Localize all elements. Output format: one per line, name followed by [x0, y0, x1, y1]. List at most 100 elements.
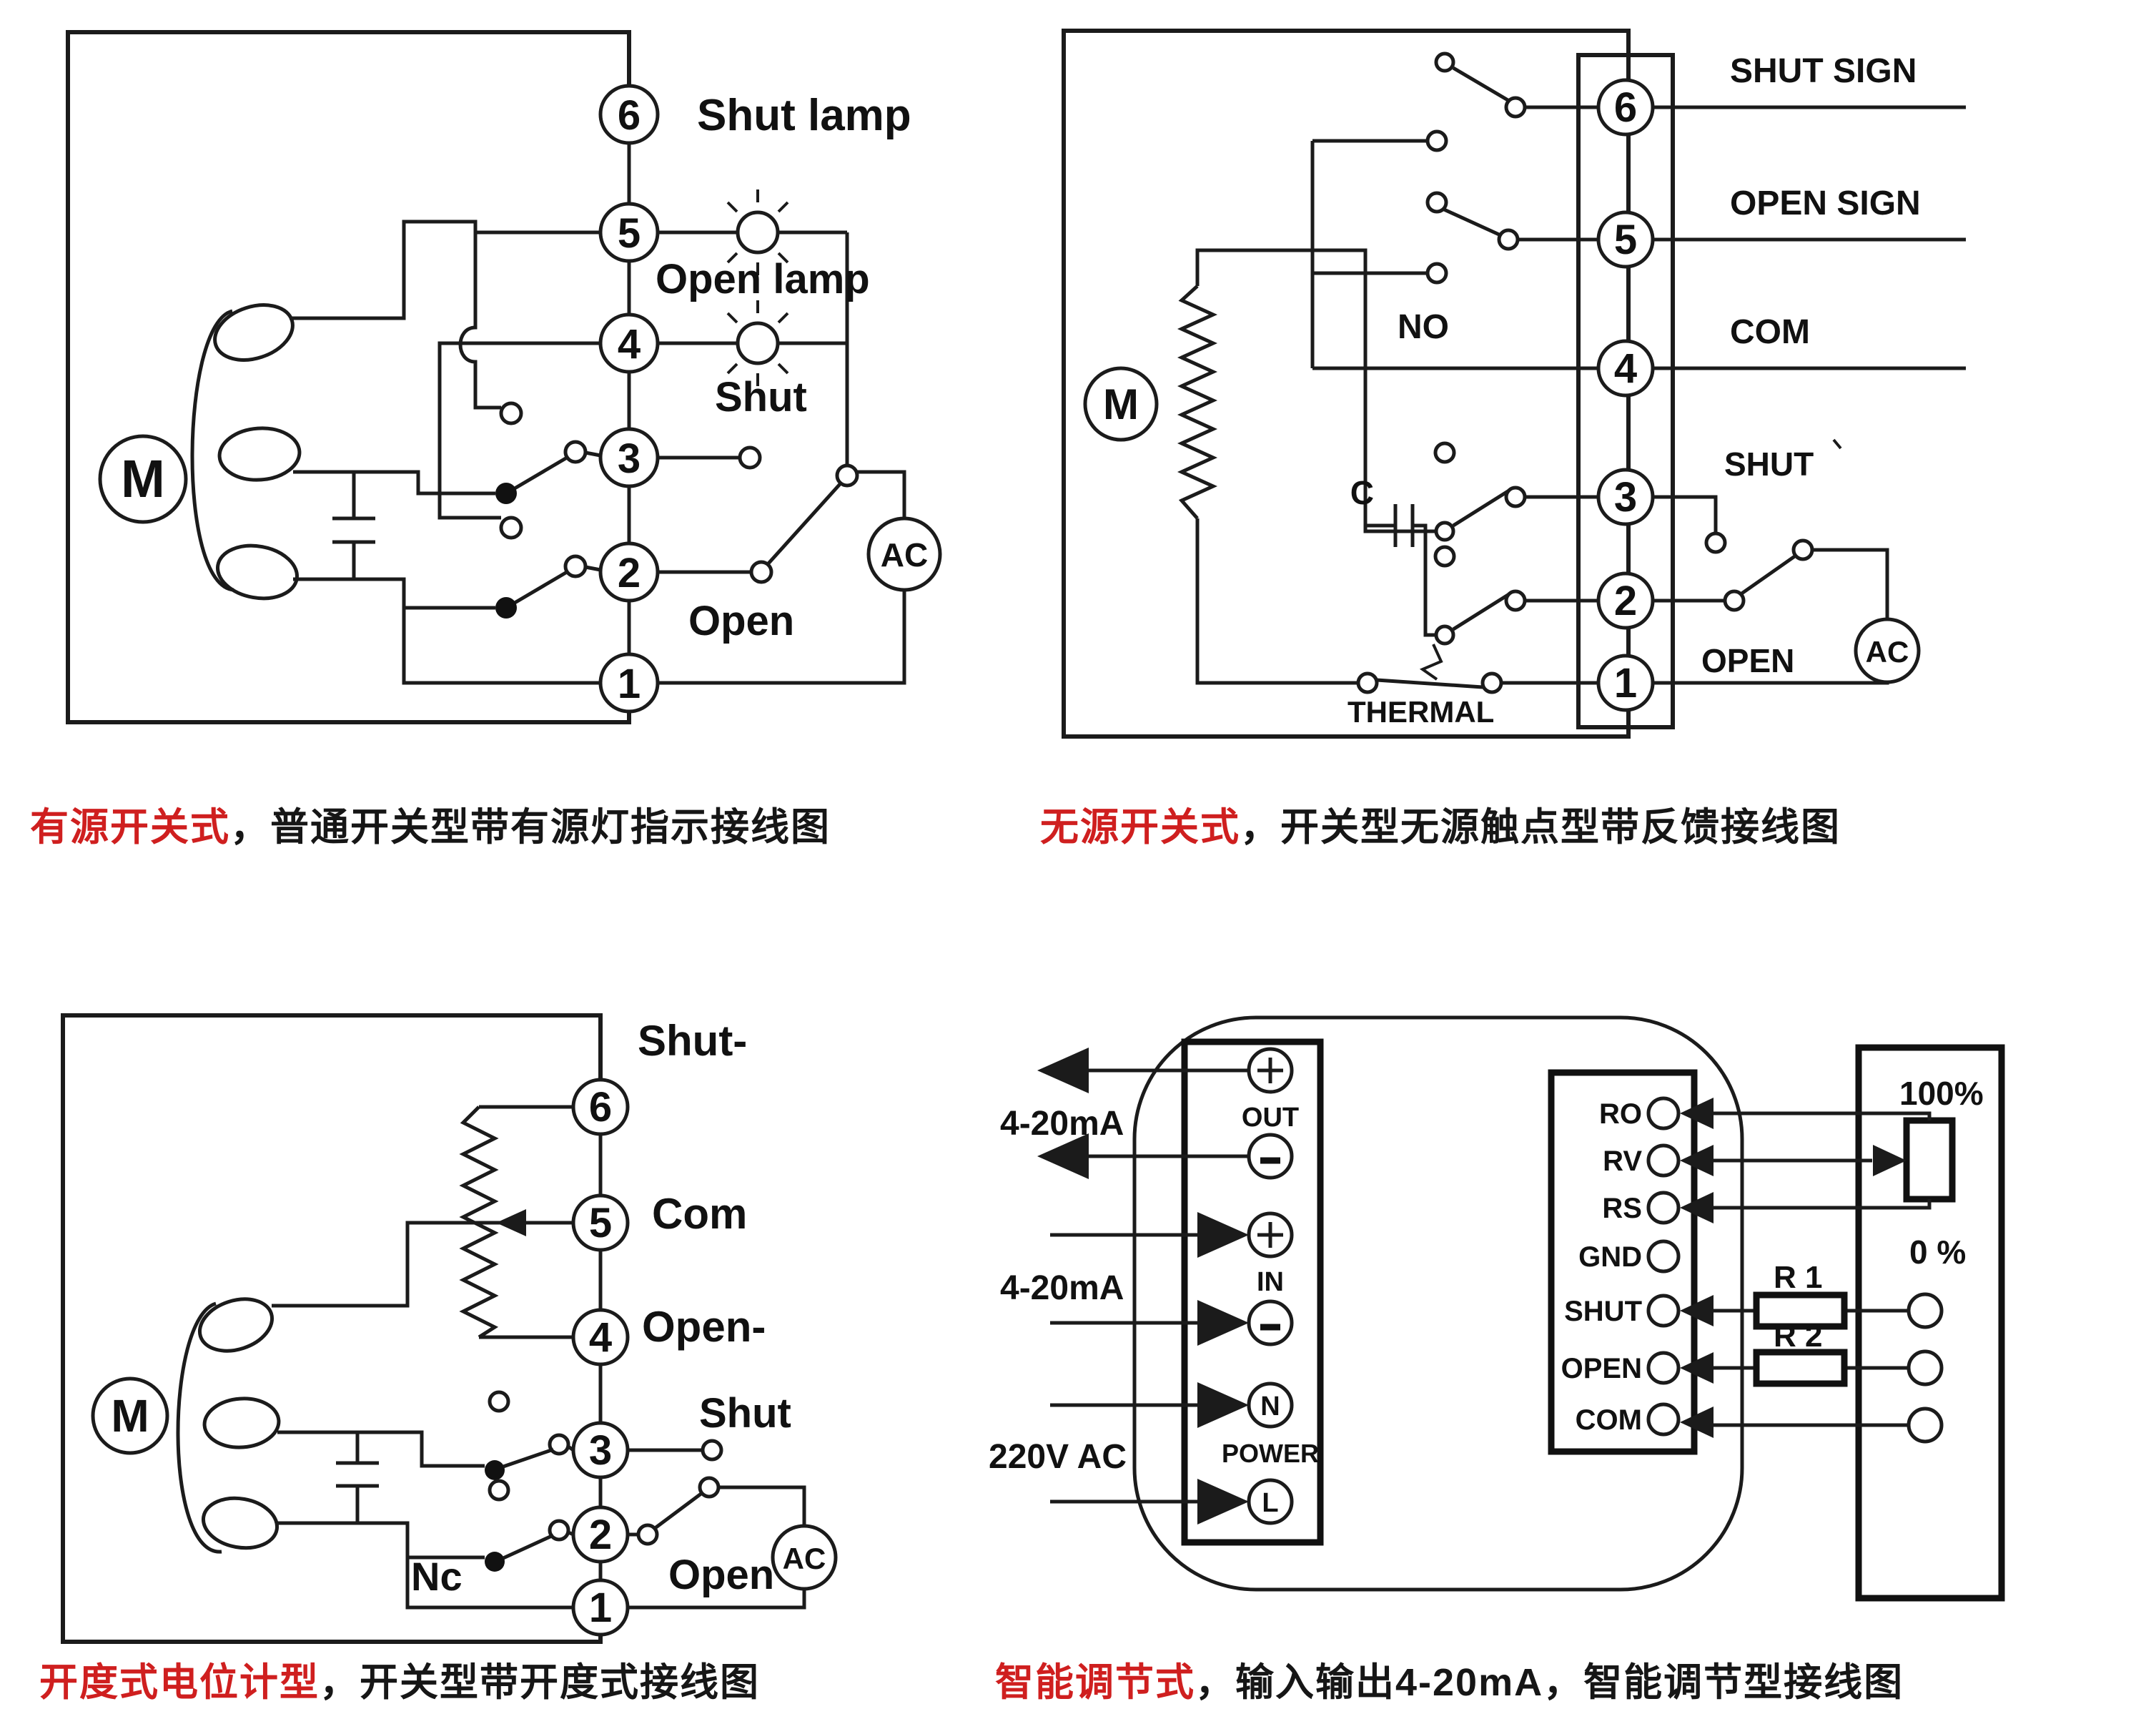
terminal-strip-frame: [1576, 53, 1675, 729]
terminal-1-number: 1: [1614, 660, 1637, 706]
ac-wires: [628, 1485, 806, 1610]
ac-switch-pivot: [698, 1476, 721, 1499]
pin-rv-label: RV: [1603, 1146, 1642, 1177]
switch3-nc-contact: [499, 401, 523, 425]
switch3-contact: [563, 440, 588, 464]
thermal-label: THERMAL: [1348, 695, 1494, 729]
l-label: L: [1262, 1488, 1278, 1518]
winding-zigzag: [1177, 285, 1218, 520]
rs-line: [1694, 1199, 1932, 1210]
enclosure-outline: [66, 30, 631, 724]
pin-shut: [1646, 1294, 1681, 1328]
ac-source-icon: [866, 516, 942, 592]
open-lamp-label: Open lamp: [656, 256, 870, 302]
terminal-strip: 6 5 4 3 2 1: [571, 1078, 630, 1637]
motor-label: M: [111, 1390, 149, 1442]
caption-intelligent: 智能调节式，输入输出4-20mA，智能调节型接线图: [995, 1650, 1904, 1707]
pin-ro-label: RO: [1599, 1098, 1642, 1130]
terminal-4-number: 4: [589, 1314, 612, 1361]
switch3-blade: [1452, 488, 1598, 528]
pin-gnd-label: GND: [1578, 1241, 1642, 1273]
switch2-nc-contact: [499, 516, 523, 540]
out-minus-arrowhead: [1037, 1133, 1089, 1179]
diagram-intelligent: N L OUT IN POWER 4-20mA 4-20mA 220V AC R…: [983, 990, 2155, 1637]
potentiometer-wires: [479, 1105, 573, 1339]
open-label: Open: [668, 1552, 774, 1598]
switch2-common-dot: [485, 1552, 505, 1572]
power-strip-frame: [1181, 1038, 1324, 1546]
shut-label: Shut: [715, 374, 807, 420]
capacitor-label: C: [1350, 474, 1374, 511]
thermal-spring: [1419, 644, 1443, 681]
in-label: IN: [1257, 1267, 1284, 1297]
switch2-contact: [563, 554, 588, 578]
no-label: NO: [1398, 308, 1449, 346]
terminal-strip: 6 5 4 3 2 1: [1596, 78, 1655, 712]
terminal-5: [598, 202, 660, 263]
open-sign-label: OPEN SIGN: [1730, 184, 1921, 222]
caption-intel-black: ，输入输出4-20mA，智能调节型接线图: [1195, 1661, 1904, 1704]
motor-icon: [98, 434, 188, 524]
thermal-right-contact: [1480, 671, 1503, 694]
winding-bottom-wire: [1195, 518, 1358, 685]
rv-left-arrowhead: [1680, 1145, 1714, 1176]
r2-resistor: [1753, 1349, 1848, 1387]
in-minus-terminal: [1247, 1299, 1294, 1346]
winding-brace: [176, 1301, 222, 1554]
switch3-lead: [585, 450, 601, 458]
winding-brace: [190, 309, 234, 592]
caption-passive-black: ，开关型无源触点型带反馈接线图: [1240, 806, 1841, 849]
switch3-contact: [548, 1433, 570, 1456]
caption-active-black: ，普通开关型带有源灯指示接线图: [230, 806, 831, 849]
switch2-nc-contact: [1433, 545, 1456, 568]
switch2-nc-contact: [488, 1479, 510, 1502]
terminal-1-number: 1: [618, 661, 641, 707]
diagram-passive-switch: M C NO: [1044, 4, 2145, 754]
ac-switch-blade: [766, 483, 841, 566]
terminal-3-number: 3: [589, 1427, 612, 1474]
nc-label: Nc: [411, 1554, 463, 1599]
pin-open-label: OPEN: [1561, 1353, 1642, 1384]
t3-open-contact: [701, 1439, 723, 1462]
terminal-2: [571, 1505, 630, 1564]
plus-icon: [1257, 1058, 1283, 1083]
neutral-arrowhead: [1197, 1382, 1249, 1428]
caption-pot-red: 开度式电位计型: [39, 1661, 320, 1704]
open-lamp-icon: [715, 189, 801, 275]
switch2-blade: [513, 570, 568, 605]
in-ma-label: 4-20mA: [1000, 1269, 1124, 1307]
diagram-potentiometer: M AC: [21, 985, 965, 1661]
t4-left-wire: [437, 341, 600, 520]
terminal-2-number: 2: [618, 550, 641, 596]
p0-label: 0 %: [1909, 1233, 1966, 1271]
out-label: OUT: [1242, 1103, 1299, 1133]
terminal-2-number: 2: [1614, 578, 1637, 624]
terminal-5-number: 5: [618, 210, 641, 257]
motor-label: M: [121, 449, 165, 508]
enclosure-outline: [61, 1013, 603, 1644]
terminal-1-number: 1: [589, 1585, 612, 1631]
t3-open-contact: [738, 445, 762, 470]
in-minus-arrowhead: [1197, 1300, 1249, 1346]
switch5-blade: [1441, 207, 1598, 242]
panel-contact-3: [1907, 1407, 1944, 1444]
open-label: OPEN: [1701, 642, 1794, 679]
ac-switch-contact: [636, 1523, 659, 1546]
shut-stub: [1653, 495, 1718, 533]
live-arrowhead: [1197, 1479, 1249, 1525]
caption-pot-black: ，开关型带开度式接线图: [320, 1661, 760, 1704]
ac-switch-bottom-contact: [749, 560, 773, 584]
thermal-left-contact: [1356, 671, 1379, 694]
io-wires: [1050, 1068, 1249, 1504]
pin-rs: [1646, 1191, 1681, 1225]
winding-coil: [213, 303, 295, 362]
shut-sign-label: SHUT SIGN: [1730, 52, 1917, 90]
rv-right-arrowhead: [1873, 1145, 1907, 1176]
no-bus: [1310, 139, 1598, 370]
in-plus-arrowhead: [1197, 1212, 1249, 1258]
terminal-6-number: 6: [618, 92, 641, 139]
ac-switch-contact: [1723, 589, 1746, 612]
capacitor-icon: [1365, 504, 1435, 637]
out-ma-label: 4-20mA: [1000, 1105, 1124, 1143]
